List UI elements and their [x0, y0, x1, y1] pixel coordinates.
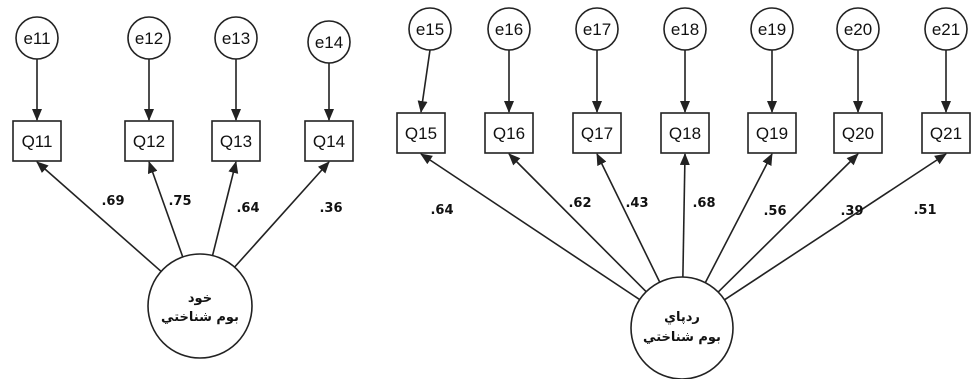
error-label-e14: e14 — [315, 33, 343, 52]
indicator-label-Q19: Q19 — [756, 124, 788, 143]
error-term-e17 — [575, 7, 619, 51]
indicator-label-Q15: Q15 — [405, 124, 437, 143]
loading-value-Q14: .36 — [319, 201, 342, 216]
error-label-e13: e13 — [222, 29, 250, 48]
error-label-e17: e17 — [583, 20, 611, 39]
loading-value-Q17: .43 — [625, 196, 648, 211]
error-term-e12 — [127, 16, 171, 60]
indicator-label-Q14: Q14 — [313, 132, 345, 151]
indicator-label-Q16: Q16 — [493, 124, 525, 143]
loading-arrow-Q17 — [596, 153, 661, 283]
latent-label-line2: بوم شناختي — [161, 310, 239, 325]
loading-arrow-Q14 — [233, 161, 330, 268]
indicator-label-Q18: Q18 — [669, 124, 701, 143]
indicator-box-Q12 — [124, 120, 174, 162]
error-arrow-e15 — [417, 49, 431, 113]
error-label-e19: e19 — [758, 20, 786, 39]
latent-variable-1 — [147, 253, 253, 359]
indicator-label-Q21: Q21 — [930, 124, 962, 143]
error-term-e18 — [663, 7, 707, 51]
latent-variable-2 — [630, 276, 734, 379]
loading-arrow-Q13 — [211, 161, 239, 256]
loading-arrow-Q12 — [147, 161, 184, 258]
loading-value-Q12: .75 — [168, 194, 191, 209]
error-label-e11: e11 — [23, 29, 50, 48]
loading-value-Q16: .62 — [568, 196, 591, 211]
indicator-box-Q20 — [833, 112, 883, 154]
indicator-label-Q12: Q12 — [133, 132, 165, 151]
loading-arrow-Q20 — [717, 153, 859, 293]
error-term-e14 — [307, 20, 351, 64]
loading-value-Q19: .56 — [763, 204, 786, 219]
error-term-e15 — [408, 7, 452, 51]
latent-label-line2: بوم شناختي — [643, 330, 721, 345]
indicator-box-Q14 — [304, 120, 354, 162]
loading-arrow-Q15 — [420, 153, 641, 301]
latent-label-line1: خود — [188, 291, 212, 306]
indicator-box-Q21 — [921, 112, 971, 154]
loading-arrow-Q19 — [704, 153, 773, 284]
indicator-box-Q17 — [572, 112, 622, 154]
loading-value-Q15: .64 — [430, 203, 453, 218]
loading-arrow-Q11 — [36, 161, 162, 273]
loading-arrow-Q18 — [679, 153, 690, 278]
error-term-e20 — [836, 7, 880, 51]
indicator-box-Q19 — [747, 112, 797, 154]
error-term-e19 — [750, 7, 794, 51]
error-label-e18: e18 — [671, 20, 699, 39]
indicator-box-Q16 — [484, 112, 534, 154]
indicator-label-Q17: Q17 — [581, 124, 613, 143]
indicator-box-Q11 — [12, 120, 62, 162]
indicator-box-Q15 — [396, 112, 446, 154]
loading-arrow-Q16 — [508, 153, 647, 293]
indicator-label-Q20: Q20 — [842, 124, 874, 143]
loading-value-Q13: .64 — [236, 201, 259, 216]
error-term-e21 — [924, 7, 968, 51]
error-term-e11 — [15, 16, 59, 60]
loading-value-Q20: .39 — [840, 204, 863, 219]
error-label-e15: e15 — [416, 20, 444, 39]
latent-label-line1: ردپاي — [664, 310, 700, 325]
error-label-e16: e16 — [495, 20, 523, 39]
loading-arrow-Q21 — [724, 153, 947, 301]
error-term-e13 — [214, 16, 258, 60]
indicator-label-Q13: Q13 — [220, 132, 252, 151]
error-label-e20: e20 — [844, 20, 872, 39]
loading-value-Q18: .68 — [692, 196, 715, 211]
indicator-box-Q13 — [211, 120, 261, 162]
error-term-e16 — [487, 7, 531, 51]
indicator-box-Q18 — [660, 112, 710, 154]
error-label-e21: e21 — [932, 20, 960, 39]
indicator-label-Q11: Q11 — [22, 132, 53, 151]
error-label-e12: e12 — [135, 29, 163, 48]
loading-value-Q11: .69 — [101, 194, 124, 209]
loading-value-Q21: .51 — [913, 203, 936, 218]
